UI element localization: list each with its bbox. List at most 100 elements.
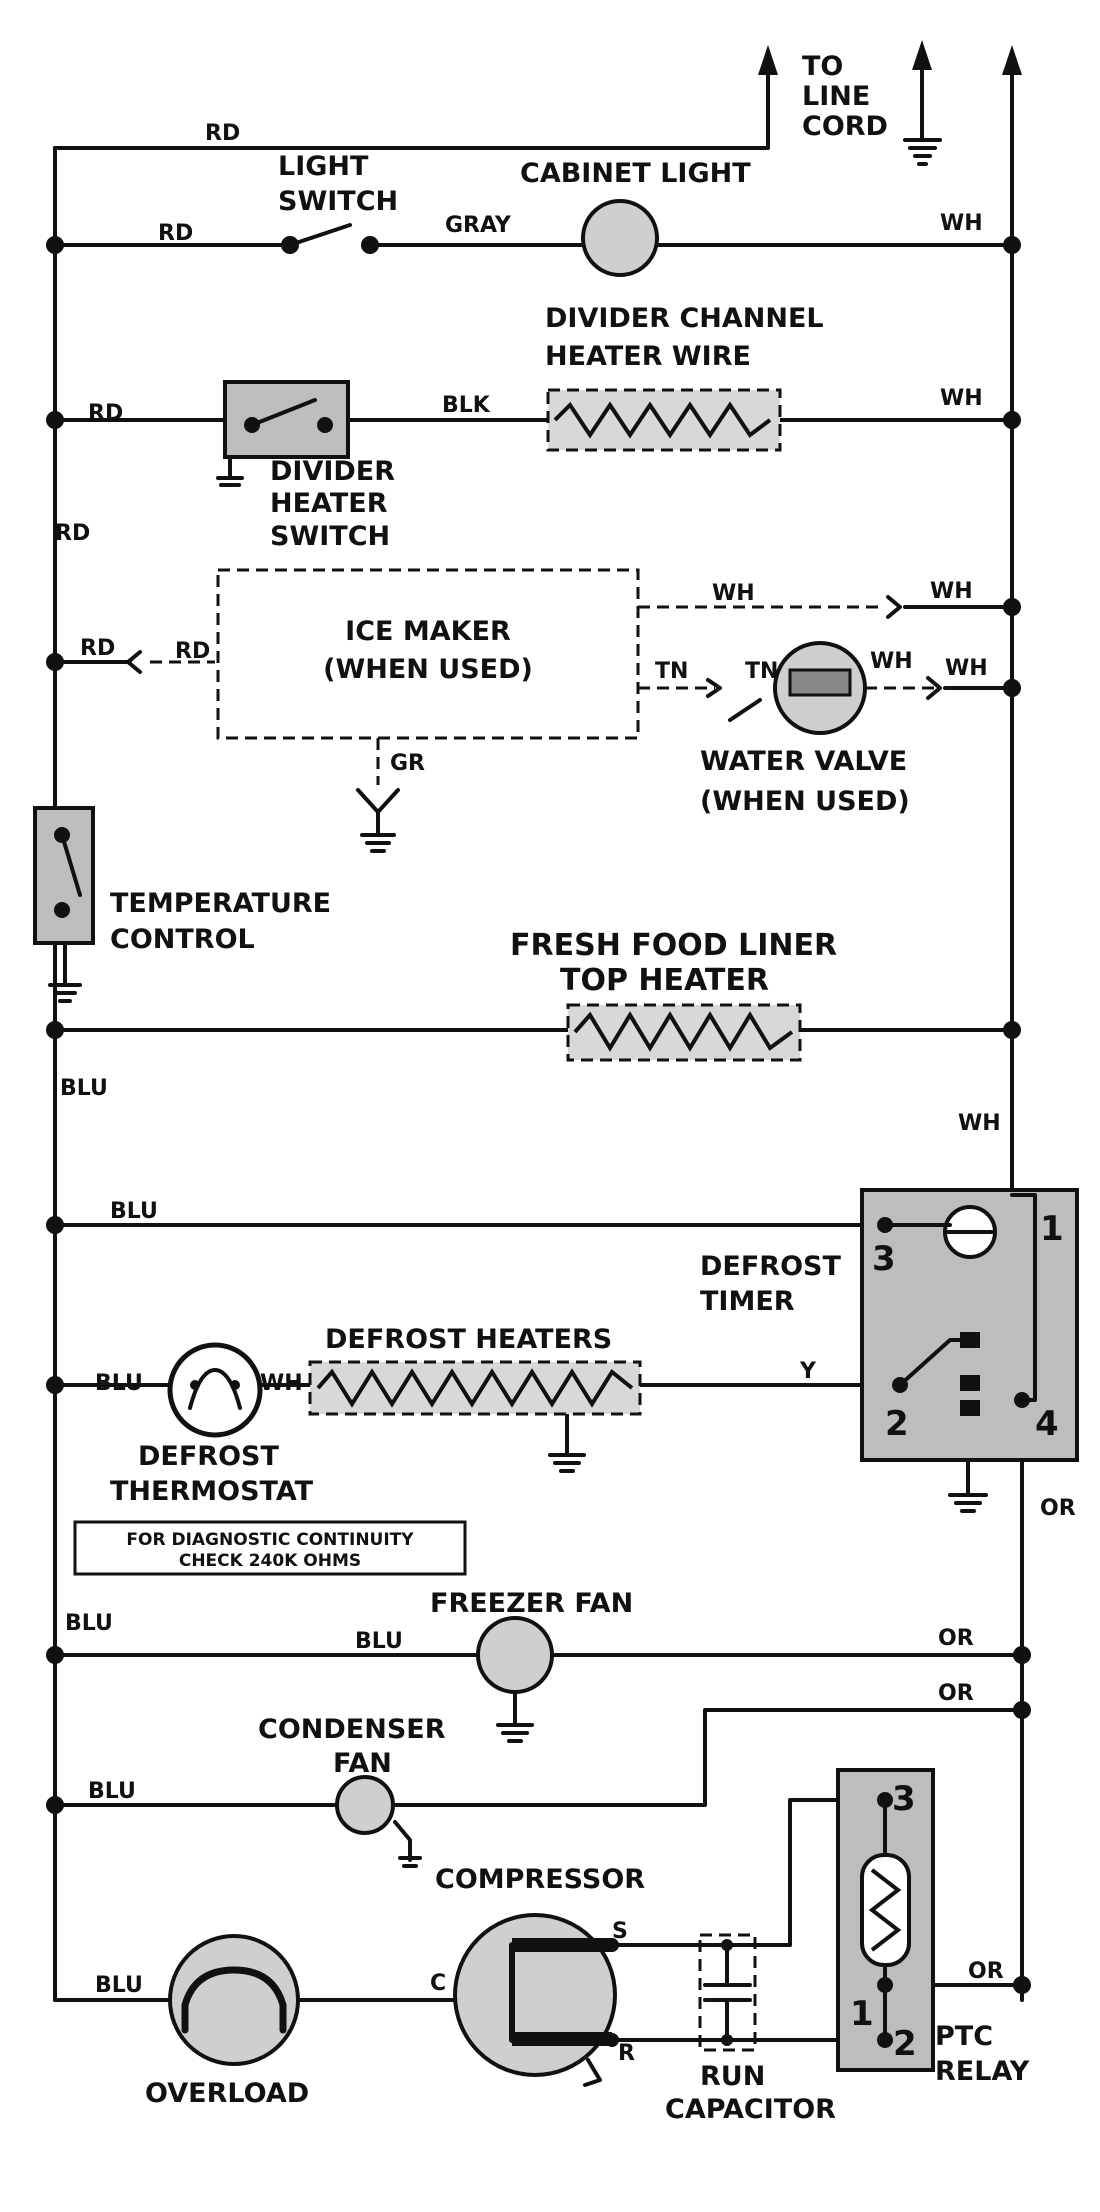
junction-dots bbox=[46, 236, 1031, 1994]
relay-terminal-3: 3 bbox=[892, 1779, 916, 1819]
wire-gr: GR bbox=[390, 751, 425, 776]
svg-text:DEFROST: DEFROST bbox=[700, 1251, 841, 1282]
svg-text:RELAY: RELAY bbox=[935, 2056, 1030, 2087]
svg-text:RUN: RUN bbox=[700, 2061, 765, 2092]
svg-text:SWITCH: SWITCH bbox=[278, 186, 398, 217]
condenser-fan-label: CONDENSER FAN bbox=[258, 1714, 446, 1779]
temperature-control-label: TEMPERATURE CONTROL bbox=[110, 888, 331, 955]
wire-or-freezer: OR bbox=[938, 1626, 974, 1651]
svg-text:(WHEN USED): (WHEN USED) bbox=[323, 654, 533, 685]
wire-tn-left: TN bbox=[655, 659, 688, 684]
svg-text:(WHEN USED): (WHEN USED) bbox=[700, 786, 910, 817]
wire-blu-freezer: BLU bbox=[355, 1629, 403, 1654]
defrost-timer bbox=[860, 1188, 1079, 1462]
light-switch-label: LIGHT SWITCH bbox=[278, 151, 398, 217]
svg-text:TIMER: TIMER bbox=[700, 1286, 795, 1317]
divider-heater-switch bbox=[216, 380, 350, 487]
wire-blu-timer: BLU bbox=[110, 1199, 158, 1224]
overload-protector bbox=[168, 1934, 300, 2066]
run-capacitor-label: RUN CAPACITOR bbox=[665, 2061, 836, 2125]
condenser-fan-motor bbox=[335, 1775, 395, 1835]
svg-text:THERMOSTAT: THERMOSTAT bbox=[110, 1476, 314, 1507]
water-valve-label: WATER VALVE (WHEN USED) bbox=[700, 746, 910, 817]
ptc-relay bbox=[836, 1768, 935, 2072]
wire-c: C bbox=[430, 1971, 446, 1996]
svg-text:DEFROST: DEFROST bbox=[138, 1441, 279, 1472]
temperature-control bbox=[33, 806, 95, 945]
defrost-thermostat bbox=[167, 1342, 263, 1438]
wire-blu-overload: BLU bbox=[95, 1973, 143, 1998]
wire-blu-rail: BLU bbox=[60, 1076, 108, 1101]
svg-text:CORD: CORD bbox=[802, 111, 888, 142]
diagnostic-note-box bbox=[73, 1520, 467, 1576]
svg-text:ICE MAKER: ICE MAKER bbox=[345, 616, 511, 647]
fresh-food-label: FRESH FOOD LINER TOP HEATER bbox=[510, 928, 837, 998]
svg-text:DIVIDER: DIVIDER bbox=[270, 456, 395, 487]
wiring bbox=[48, 48, 1024, 2087]
timer-terminal-1: 1 bbox=[1040, 1209, 1064, 1249]
wire-wh-ice-mid: WH bbox=[712, 581, 755, 606]
svg-text:FRESH FOOD LINER: FRESH FOOD LINER bbox=[510, 928, 837, 963]
wire-blu-freezer-rail: BLU bbox=[65, 1611, 113, 1636]
timer-terminal-3: 3 bbox=[872, 1239, 896, 1279]
ptc-relay-label: PTC RELAY bbox=[935, 2021, 1030, 2087]
wire-wh-thermostat: WH bbox=[260, 1371, 303, 1396]
defrost-thermostat-label: DEFROST THERMOSTAT bbox=[110, 1441, 314, 1507]
cabinet-light-bulb bbox=[581, 199, 659, 277]
run-capacitor-box bbox=[698, 1933, 757, 2052]
timer-terminal-4: 4 bbox=[1035, 1404, 1059, 1444]
wire-or-relay: OR bbox=[968, 1959, 1004, 1984]
wire-blk: BLK bbox=[442, 393, 491, 418]
cabinet-light-label: CABINET LIGHT bbox=[520, 158, 751, 189]
defrost-heaters bbox=[308, 1360, 642, 1416]
water-valve bbox=[728, 641, 867, 735]
wire-wh-rail: WH bbox=[958, 1111, 1001, 1136]
freezer-fan-motor bbox=[476, 1616, 554, 1694]
ice-maker-label: ICE MAKER (WHEN USED) bbox=[323, 616, 533, 685]
svg-text:TEMPERATURE: TEMPERATURE bbox=[110, 888, 331, 919]
divider-channel-label: DIVIDER CHANNEL HEATER WIRE bbox=[545, 303, 824, 372]
svg-text:LINE: LINE bbox=[802, 81, 870, 112]
wire-r: R bbox=[618, 2041, 635, 2066]
defrost-heaters-label: DEFROST HEATERS bbox=[325, 1324, 612, 1355]
svg-text:TO: TO bbox=[802, 51, 843, 82]
compressor-label: COMPRESSOR bbox=[435, 1864, 645, 1895]
relay-terminal-1: 1 bbox=[850, 1994, 874, 2034]
wire-wh-ice-right: WH bbox=[930, 579, 973, 604]
divider-channel-heater bbox=[546, 388, 782, 452]
wire-s: S bbox=[612, 1919, 628, 1944]
wire-wh-valve: WH bbox=[870, 649, 913, 674]
svg-text:FOR DIAGNOSTIC CONTINUITY: FOR DIAGNOSTIC CONTINUITY bbox=[126, 1530, 414, 1550]
to-line-cord-label: TO LINE CORD bbox=[802, 51, 888, 142]
svg-text:LIGHT: LIGHT bbox=[278, 151, 369, 182]
svg-text:FAN: FAN bbox=[333, 1748, 392, 1779]
wire-rd-row1: RD bbox=[158, 221, 193, 246]
defrost-timer-label: DEFROST TIMER bbox=[700, 1251, 841, 1317]
svg-text:CAPACITOR: CAPACITOR bbox=[665, 2094, 836, 2125]
svg-text:HEATER: HEATER bbox=[270, 488, 388, 519]
timer-terminal-2: 2 bbox=[885, 1404, 909, 1444]
wire-rd-top: RD bbox=[205, 121, 240, 146]
svg-text:CHECK 240K OHMS: CHECK 240K OHMS bbox=[179, 1551, 361, 1571]
svg-text:HEATER WIRE: HEATER WIRE bbox=[545, 341, 751, 372]
diagnostic-note-label: FOR DIAGNOSTIC CONTINUITY CHECK 240K OHM… bbox=[126, 1530, 414, 1571]
wire-y: Y bbox=[799, 1359, 817, 1384]
wire-rd-row2: RD bbox=[88, 401, 123, 426]
line-cord-arrows bbox=[758, 40, 1022, 75]
wire-wh-row1: WH bbox=[940, 211, 983, 236]
svg-text:SWITCH: SWITCH bbox=[270, 521, 390, 552]
overload-label: OVERLOAD bbox=[145, 2078, 309, 2109]
compressor bbox=[453, 1913, 619, 2077]
wire-rd-rail: RD bbox=[55, 521, 90, 546]
ice-maker-box bbox=[216, 568, 640, 740]
freezer-fan-label: FREEZER FAN bbox=[430, 1588, 633, 1619]
wire-blu-thermostat: BLU bbox=[95, 1371, 143, 1396]
svg-text:PTC: PTC bbox=[935, 2021, 993, 2052]
divider-heater-switch-label: DIVIDER HEATER SWITCH bbox=[270, 456, 395, 552]
wire-or-condenser: OR bbox=[938, 1681, 974, 1706]
relay-terminal-2: 2 bbox=[893, 2024, 917, 2064]
wire-gray: GRAY bbox=[445, 213, 512, 238]
wire-rd-ice-left: RD bbox=[80, 636, 115, 661]
wire-wh-valve-right: WH bbox=[945, 656, 988, 681]
